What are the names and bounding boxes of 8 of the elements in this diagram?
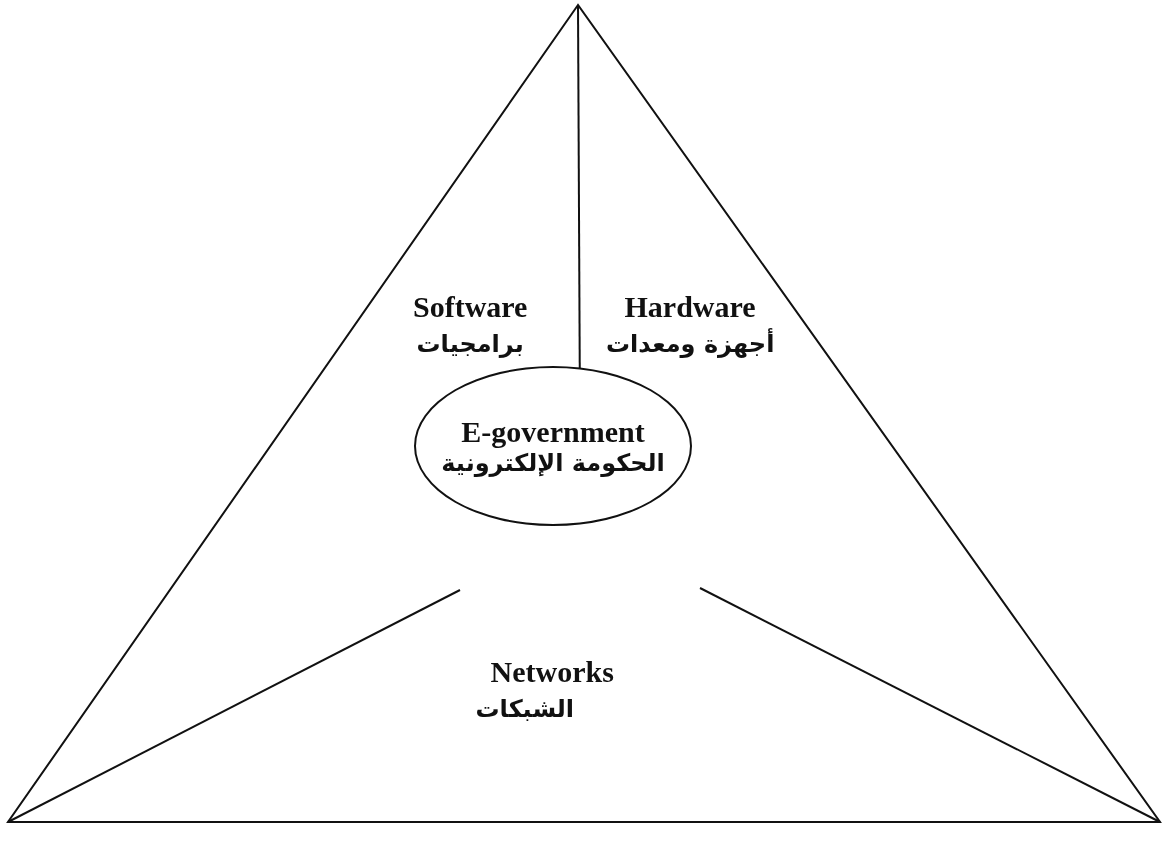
region-label: Software bbox=[413, 290, 528, 324]
region-label-arabic: الشبكات bbox=[475, 695, 575, 723]
region-label: Networks bbox=[490, 655, 614, 689]
node-title: E-government bbox=[461, 415, 645, 449]
region-label-arabic: برامجيات bbox=[416, 330, 524, 358]
region-label: Hardware bbox=[624, 290, 756, 324]
node-subtitle: الحكومة الإلكترونية bbox=[441, 449, 665, 477]
region-label-arabic: أجهزة ومعدات bbox=[606, 330, 775, 358]
